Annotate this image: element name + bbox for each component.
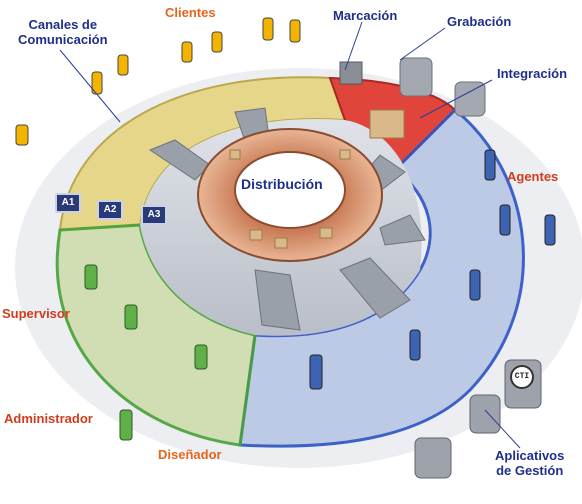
label-marcacion: Marcación — [333, 8, 398, 23]
label-agentes: Agentes — [507, 169, 559, 184]
label-administrador: Administrador — [4, 411, 93, 426]
monitor-a1: A1 — [55, 193, 81, 213]
label-supervisor: Supervisor — [2, 306, 70, 321]
supervisor-figures — [84, 264, 208, 441]
label-integracion: Integración — [497, 66, 568, 81]
distribution-ring-hole — [234, 151, 346, 229]
label-canales: Canales de Comunicación — [18, 17, 108, 47]
label-clientes: Clientes — [165, 5, 216, 20]
label-distribucion: Distribución — [241, 176, 323, 192]
conveyor-spokes — [148, 107, 426, 331]
monitor-a3: A3 — [141, 205, 167, 225]
cti-badge: CTI — [510, 365, 534, 389]
label-grabacion: Grabación — [447, 14, 512, 29]
monitor-a2: A2 — [97, 200, 123, 220]
label-aplicativos: Aplicativos de Gestión — [495, 448, 565, 478]
leader-lines — [59, 21, 521, 449]
parcel-boxes — [229, 109, 405, 249]
agent-figures — [309, 149, 556, 390]
label-disenador: Diseñador — [158, 447, 222, 462]
customer-figures — [15, 17, 301, 146]
